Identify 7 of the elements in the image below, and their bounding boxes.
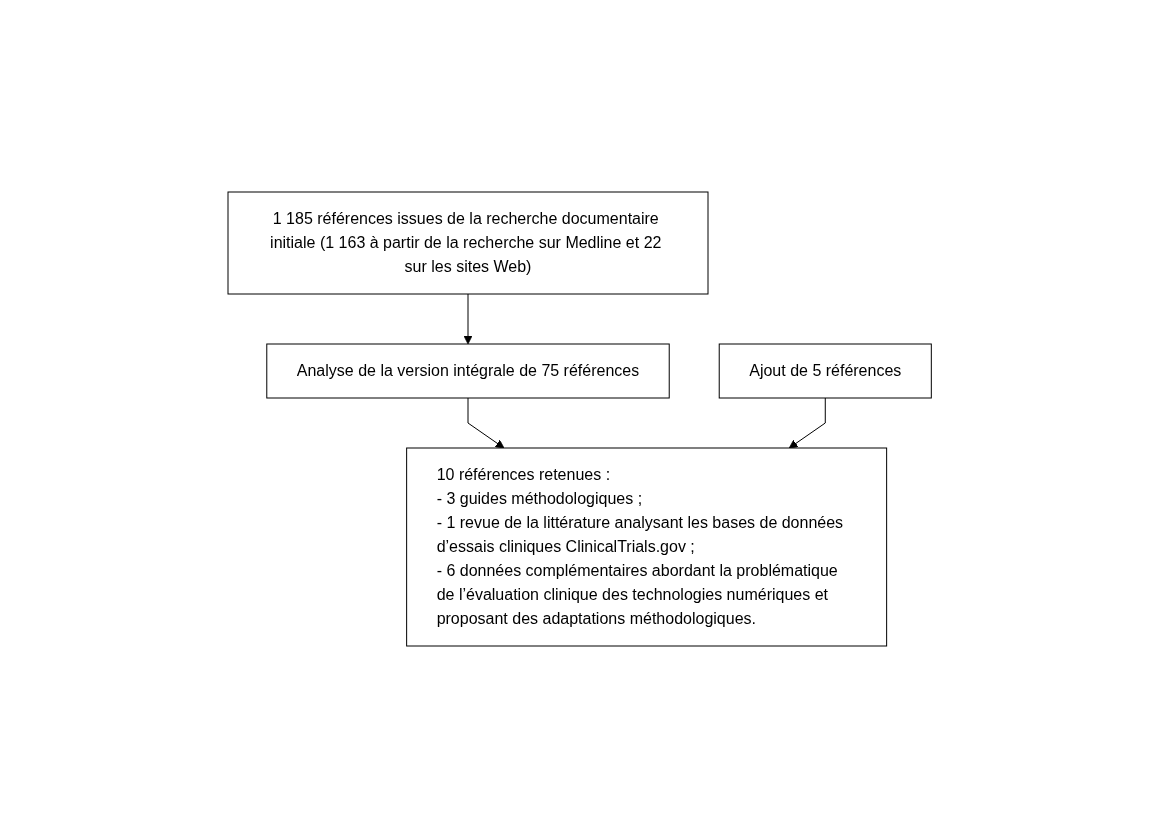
node-box: Ajout de 5 références: [718, 343, 932, 398]
node-box: 10 références retenues : - 3 guides méthodologiques ; - 1 revue de la littérature analysant les bases de données d’essais cliniques ClinicalTrials.gov ; - 6 données complémentaires abordant la problématique de l’évaluation clinique des technologies numériques et proposant des adaptations méthodologiques.: [406, 447, 887, 646]
arrow: [788, 397, 826, 448]
node-box: Analyse de la version intégrale de 75 références: [266, 343, 670, 398]
node-box: 1 185 références issues de la recherche documentaire initiale (1 163 à partir de la recherche sur Medline et 22 sur les sites Web): [227, 191, 709, 294]
arrow: [463, 293, 473, 344]
arrow: [467, 397, 505, 448]
